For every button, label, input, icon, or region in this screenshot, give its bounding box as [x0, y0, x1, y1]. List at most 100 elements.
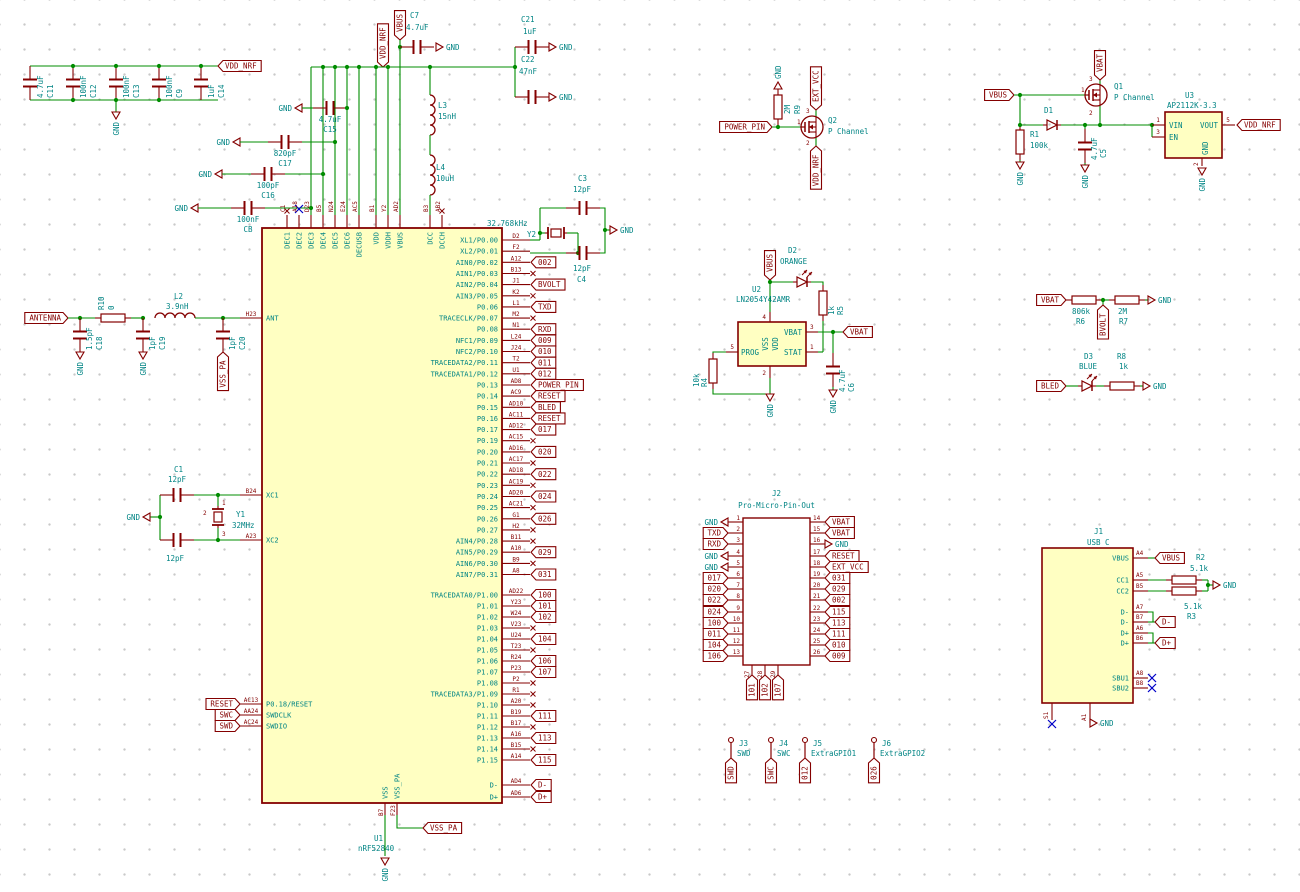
- c11-capacitor[interactable]: [23, 66, 37, 100]
- r8-resistor[interactable]: [1104, 381, 1140, 391]
- r1-resistor[interactable]: [1015, 124, 1025, 160]
- net-label-022[interactable]: 022: [702, 593, 729, 607]
- u1-body[interactable]: [261, 227, 503, 804]
- gnd-flag[interactable]: GND: [773, 65, 783, 90]
- gnd-flag[interactable]: GND: [765, 393, 775, 418]
- net-label-101[interactable]: 101: [745, 674, 759, 701]
- net-label-104[interactable]: 104: [702, 638, 729, 652]
- net-label-031[interactable]: 031: [530, 568, 557, 581]
- c2-capacitor[interactable]: [160, 533, 194, 547]
- c3-capacitor[interactable]: [566, 201, 600, 215]
- net-label-020[interactable]: 020: [530, 445, 557, 458]
- net-label-012[interactable]: 012: [530, 367, 557, 380]
- net-label-POWER_PIN[interactable]: POWER_PIN: [530, 378, 584, 392]
- j1-body[interactable]: [1041, 547, 1134, 704]
- net-label-VDD_NRF[interactable]: VDD_NRF: [809, 145, 823, 190]
- net-label-020[interactable]: 020: [702, 582, 729, 596]
- net-label-D-[interactable]: D-: [1154, 615, 1176, 629]
- gnd-flag[interactable]: GND: [174, 203, 199, 213]
- c4-capacitor[interactable]: [566, 246, 600, 260]
- net-label-RESET[interactable]: RESET: [824, 549, 860, 563]
- gnd-flag[interactable]: GND: [1142, 381, 1167, 391]
- net-label-012[interactable]: 012: [798, 757, 812, 784]
- c19-capacitor[interactable]: [136, 318, 150, 352]
- gnd-flag[interactable]: GND: [824, 539, 849, 549]
- net-label-029[interactable]: 029: [530, 546, 557, 559]
- net-label-101[interactable]: 101: [530, 599, 557, 613]
- gnd-flag[interactable]: GND: [1089, 718, 1114, 728]
- gnd-flag[interactable]: GND: [75, 351, 85, 376]
- c21-capacitor[interactable]: [515, 40, 549, 54]
- net-label-VBUS[interactable]: VBUS: [1154, 551, 1185, 565]
- net-label-107[interactable]: 107: [530, 665, 557, 679]
- net-label-010[interactable]: 010: [824, 638, 851, 652]
- net-label-SWD[interactable]: SWD: [724, 757, 738, 784]
- y1-crystal[interactable]: [212, 506, 224, 528]
- j2-pro-micro-symbol[interactable]: J2Pro-Micro-Pin-Out123456789101112131415…: [728, 489, 825, 678]
- net-label-102[interactable]: 102: [758, 674, 772, 701]
- c7-capacitor[interactable]: [400, 40, 434, 54]
- gnd-flag[interactable]: GND: [548, 42, 573, 52]
- d1-diode[interactable]: [1043, 119, 1061, 131]
- gnd-flag[interactable]: GND: [380, 857, 390, 882]
- net-label-100[interactable]: 100: [530, 588, 557, 602]
- gnd-flag[interactable]: GND: [704, 517, 729, 527]
- net-label-BLED[interactable]: BLED: [1036, 379, 1067, 393]
- net-label-BVOLT[interactable]: BVOLT: [1096, 304, 1110, 340]
- j5-pin[interactable]: [801, 736, 809, 759]
- net-label-SWD[interactable]: SWD: [214, 719, 241, 733]
- net-label-011[interactable]: 011: [530, 356, 557, 369]
- gnd-flag[interactable]: GND: [1197, 167, 1207, 192]
- net-label-VBUS[interactable]: VBUS: [984, 88, 1015, 102]
- net-label-VBAT[interactable]: VBAT: [824, 526, 855, 540]
- net-label-022[interactable]: 022: [530, 468, 557, 481]
- r4-resistor[interactable]: [708, 353, 718, 389]
- j3-pin[interactable]: [727, 736, 735, 759]
- gnd-flag[interactable]: GND: [609, 225, 634, 235]
- net-label-026[interactable]: 026: [530, 512, 557, 525]
- net-label-D-[interactable]: D-: [530, 778, 552, 792]
- net-label-029[interactable]: 029: [824, 582, 851, 596]
- net-label-VBAT[interactable]: VBAT: [1093, 50, 1107, 81]
- d2-led[interactable]: [793, 269, 813, 288]
- gnd-flag[interactable]: GND: [828, 389, 838, 414]
- u1-nrf52840-symbol[interactable]: C1DEC1A18DEC2D23DEC3B5DEC4N24DEC5E24DEC6…: [240, 201, 530, 816]
- gnd-flag[interactable]: GND: [704, 562, 729, 572]
- net-label-EXT_VCC[interactable]: EXT_VCC: [824, 560, 869, 574]
- r10-resistor[interactable]: [95, 313, 131, 323]
- net-label-115[interactable]: 115: [824, 605, 851, 619]
- net-label-VSS_PA[interactable]: VSS_PA: [216, 351, 230, 392]
- r9-resistor[interactable]: [773, 89, 783, 125]
- y2-crystal[interactable]: [545, 227, 567, 239]
- net-label-RESET[interactable]: RESET: [205, 697, 241, 711]
- c18-capacitor[interactable]: [73, 318, 87, 352]
- gnd-flag[interactable]: GND: [198, 169, 223, 179]
- gnd-flag[interactable]: GND: [278, 103, 303, 113]
- net-label-VBUS[interactable]: VBUS: [393, 10, 407, 41]
- d3-led[interactable]: [1078, 373, 1098, 392]
- j2-body[interactable]: [742, 517, 811, 666]
- gnd-flag[interactable]: GND: [126, 512, 151, 522]
- l4-inductor[interactable]: [429, 154, 436, 196]
- net-label-017[interactable]: 017: [530, 423, 557, 436]
- j4-pin[interactable]: [767, 736, 775, 759]
- r3-resistor[interactable]: [1166, 586, 1202, 596]
- c6-capacitor[interactable]: [826, 353, 840, 387]
- net-label-002[interactable]: 002: [824, 593, 851, 607]
- net-label-SWC[interactable]: SWC: [214, 708, 241, 722]
- q1-mosfet[interactable]: [1084, 83, 1108, 107]
- net-label-106[interactable]: 106: [530, 654, 557, 668]
- r7-resistor[interactable]: [1109, 295, 1145, 305]
- net-label-EXT_VCC[interactable]: EXT_VCC: [809, 66, 823, 111]
- net-label-POWER_PIN[interactable]: POWER_PIN: [719, 120, 773, 134]
- j6-pin[interactable]: [870, 736, 878, 759]
- net-label-017[interactable]: 017: [702, 571, 729, 585]
- net-label-BLED[interactable]: BLED: [530, 401, 561, 414]
- net-label-024[interactable]: 024: [702, 605, 729, 619]
- net-label-RXD[interactable]: RXD: [530, 323, 557, 336]
- u3-body[interactable]: [1164, 111, 1223, 159]
- net-label-107[interactable]: 107: [771, 674, 785, 701]
- c22-capacitor[interactable]: [515, 90, 549, 104]
- r6-resistor[interactable]: [1066, 295, 1102, 305]
